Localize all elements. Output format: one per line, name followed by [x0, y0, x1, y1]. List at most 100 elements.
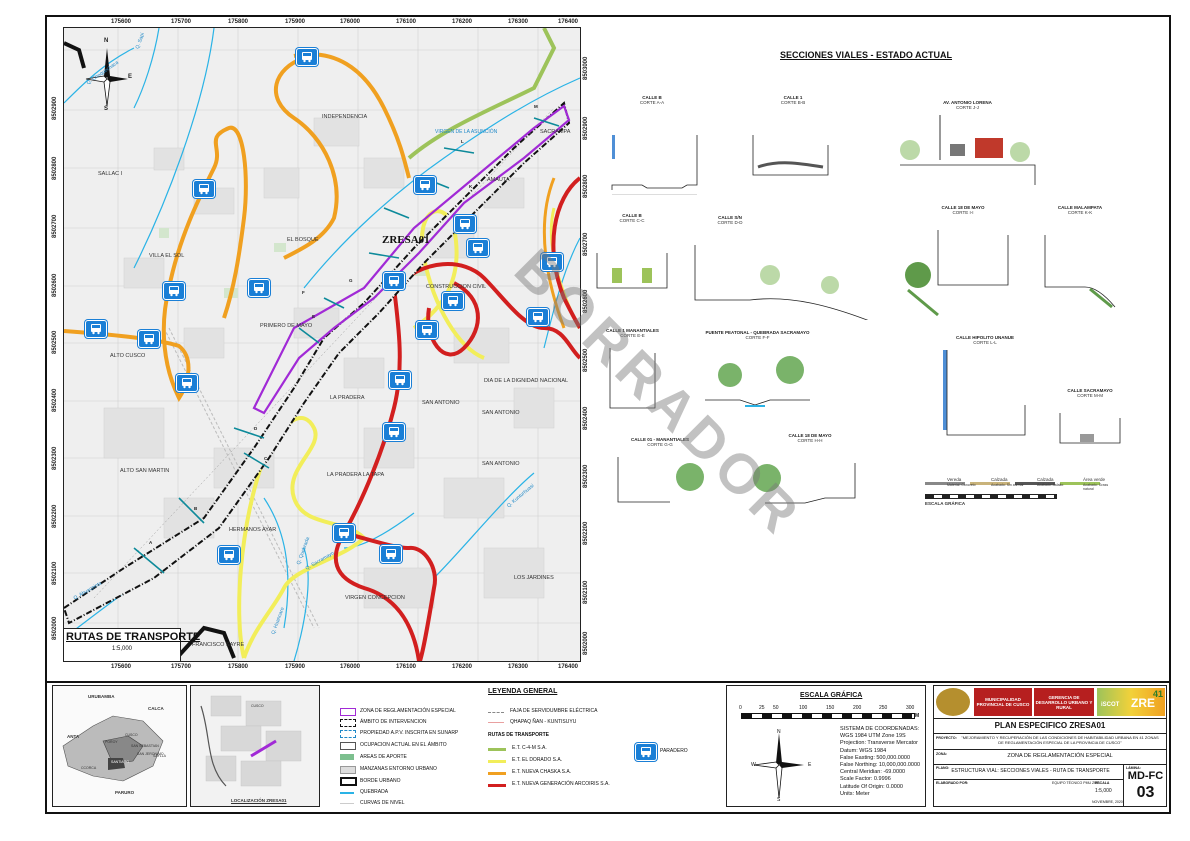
- bus-stop-icon[interactable]: [138, 330, 160, 348]
- bus-stop-icon[interactable]: [416, 321, 438, 339]
- title-block: MUNICIPALIDAD PROVINCIAL DE CUSCO GERENC…: [933, 685, 1167, 807]
- legend-swatch-manzanas: [340, 766, 356, 774]
- muni-name: MUNICIPALIDAD PROVINCIAL DE CUSCO: [974, 688, 1032, 716]
- section-sub: CORTE G-G: [647, 442, 673, 447]
- section-letter-e: E: [312, 314, 316, 319]
- legend-zre: ZONA DE REGLAMENTACIÓN ESPECIAL: [360, 708, 456, 714]
- bus-stop-icon[interactable]: [527, 308, 549, 326]
- x-coord-top-3: 175800: [228, 19, 249, 25]
- legend-qhapaq: QHAPAQ ÑAN - KUNTISUYU: [510, 719, 577, 725]
- section-f-f: PUENTE PEATONAL - QUEBRADA SACRAMAYO COR…: [700, 330, 815, 420]
- compass-rose-icon: [85, 48, 128, 107]
- code-label: LÁMINA:: [1126, 766, 1141, 770]
- place-san-antonio-2: SAN ANTONIO: [482, 410, 520, 416]
- bus-stop-icon[interactable]: [541, 253, 563, 271]
- y-coord-left-5: 8502500: [52, 330, 58, 354]
- paradero-icon: [635, 743, 657, 761]
- legend-sub-1: Material: Concreto: [947, 483, 976, 487]
- region-santiago: SANTIAGO: [111, 760, 130, 764]
- legend-routes-title: RUTAS DE TRANSPORTE: [488, 732, 550, 738]
- x-coord-top-1: 175600: [111, 19, 132, 25]
- section-h-h: CALLE 18 DE MAYO CORTE H-H: [745, 433, 875, 518]
- bus-stop-icon[interactable]: [442, 292, 464, 310]
- y-coord-left-3: 8502700: [52, 214, 58, 238]
- y-coord-right-8: 8502200: [583, 521, 589, 545]
- map-canvas: [64, 28, 580, 661]
- x-coord-top-2: 175700: [171, 19, 192, 25]
- bus-stop-icon[interactable]: [248, 279, 270, 297]
- coordinate-system-info: SISTEMA DE COORDENADAS: WGS 1984 UTM Zon…: [840, 726, 920, 798]
- region-poroy: POROY: [105, 740, 118, 744]
- info-line: Scale Factor: 0.9996: [840, 776, 891, 783]
- section-m-m: CALLE SACRAMAYO CORTE M-M: [1055, 388, 1125, 458]
- bus-stop-icon[interactable]: [193, 180, 215, 198]
- section-sub: CORTE M-M: [1077, 393, 1103, 398]
- section-name: CALLE 18 DE MAYO: [788, 433, 832, 438]
- scale-tick-100: 100: [799, 705, 808, 711]
- map-title: RUTAS DE TRANSPORTE: [66, 631, 201, 643]
- scale-unit: M: [915, 713, 920, 719]
- section-e-e: CALLE 1 MANANTIALES CORTE E-E: [600, 328, 665, 428]
- map-title-box: RUTAS DE TRANSPORTE 1:5,000: [64, 628, 201, 661]
- tb-divider: [934, 764, 1166, 765]
- bus-stop-icon[interactable]: [414, 176, 436, 194]
- legend-ambito: ÁMBITO DE INTERVENCION: [360, 719, 427, 725]
- location-map-zone: CUSCO LOCALIZACIÓN ZRESA01: [190, 685, 320, 807]
- bus-stop-icon[interactable]: [467, 239, 489, 257]
- sections-title: SECCIONES VIALES - ESTADO ACTUAL: [780, 50, 953, 60]
- bus-stop-icon[interactable]: [85, 320, 107, 338]
- zre-logo: iSCOT ZRE 41: [1097, 688, 1165, 716]
- y-coord-right-6: 8502400: [583, 406, 589, 430]
- legend-swatch-route-3: [488, 772, 506, 775]
- section-name: CALLE 1 MANANTIALES: [606, 328, 659, 333]
- section-sub: CORTE D-D: [717, 220, 743, 225]
- bus-stop-icon[interactable]: [296, 48, 318, 66]
- scale-s: S: [777, 797, 781, 803]
- bottom-divider: [45, 681, 1171, 683]
- place-villa-el-sol: VILLA EL SOL: [149, 253, 185, 259]
- bus-stop-icon[interactable]: [163, 282, 185, 300]
- tb-divider: [934, 749, 1166, 750]
- x-coord-top-5: 176000: [340, 19, 361, 25]
- legend-swatch-route-1: [488, 748, 506, 751]
- legend-vereda: Vereda: [947, 477, 962, 482]
- section-legend: Vereda Calzada Calzada Área verde Materi…: [925, 476, 1115, 516]
- y-coord-right-1: 8502900: [583, 116, 589, 140]
- legend-quebrada: QUEBRADA: [360, 789, 389, 795]
- bus-stop-icon[interactable]: [176, 374, 198, 392]
- plano-label: PLANO:: [936, 766, 950, 770]
- section-name: CALLE 1: [783, 95, 803, 100]
- bus-stop-icon[interactable]: [218, 546, 240, 564]
- region-urubamba: URUBAMBA: [88, 694, 115, 699]
- x-coord-bottom-3: 175800: [228, 664, 249, 670]
- bus-stop-icon[interactable]: [333, 524, 355, 542]
- y-coord-right-0: 8503000: [583, 56, 589, 80]
- place-alto-cusco: ALTO CUSCO: [110, 353, 146, 359]
- escala-value: 1:5,000: [1095, 788, 1112, 794]
- scale-bar: [741, 713, 915, 719]
- legend-swatch-ocupacion: [340, 742, 356, 750]
- place-sallac: SALLAC I: [98, 171, 123, 177]
- section-name: AV. ANTONIO LORENA: [943, 100, 992, 105]
- legend-swatch-borde: [340, 777, 357, 786]
- zona-text: ZONA DE REGLAMENTACIÓN ESPECIAL: [1007, 753, 1113, 759]
- zone-label: ZRESA01: [382, 234, 430, 246]
- y-coord-left-2: 8502800: [52, 156, 58, 180]
- location-map-province: URUBAMBA CALCA ANTA CUSCO POROY SAN SEBA…: [52, 685, 187, 807]
- sheet-code-box: LÁMINA: MD-FC 03: [1123, 764, 1167, 806]
- bus-stop-icon[interactable]: [383, 272, 405, 290]
- tb-divider: [934, 779, 1123, 780]
- legend-swatch-qhapaq: [488, 722, 504, 723]
- region-saylla: SAYLLA: [153, 754, 166, 758]
- section-letter-m: M: [534, 104, 538, 109]
- legend-swatch-route-4: [488, 784, 506, 787]
- bus-stop-icon[interactable]: [380, 545, 402, 563]
- gerencia-name: GERENCIA DE DESARROLLO URBANO Y RURAL: [1034, 688, 1094, 716]
- info-line: SISTEMA DE COORDENADAS:: [840, 726, 920, 732]
- bus-stop-icon[interactable]: [389, 371, 411, 389]
- municipal-seal-icon: [936, 688, 970, 716]
- bus-stop-icon[interactable]: [454, 215, 476, 233]
- place-independencia: INDEPENDENCIA: [322, 114, 368, 120]
- bus-stop-icon[interactable]: [383, 423, 405, 441]
- scale-title: ESCALA GRÁFICA: [800, 692, 863, 699]
